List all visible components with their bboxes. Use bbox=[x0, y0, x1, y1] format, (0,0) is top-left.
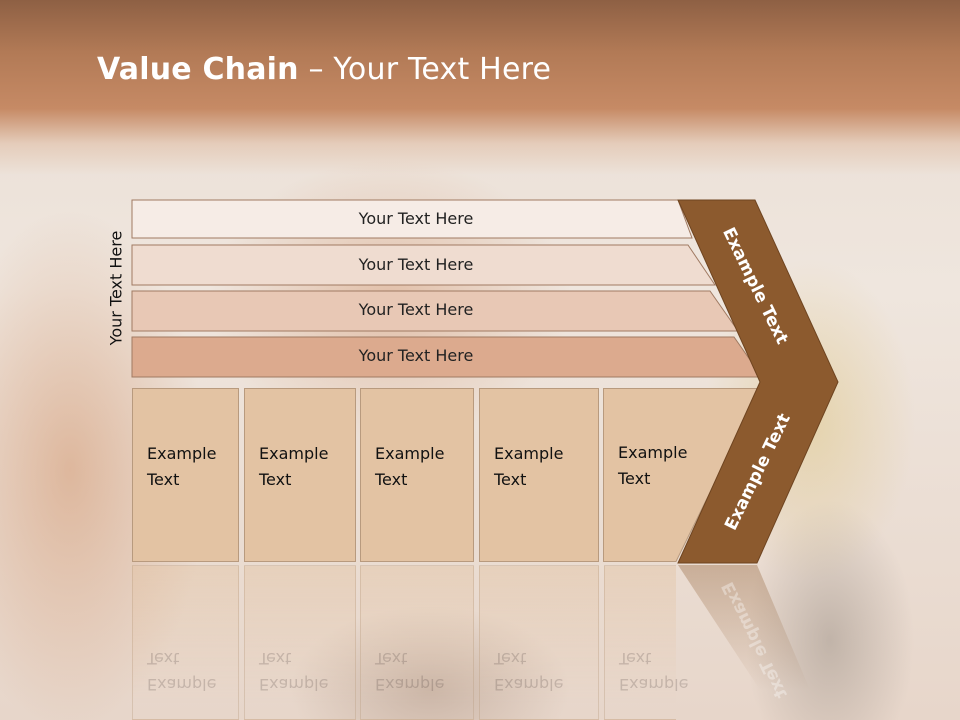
activity-box-5: Example Text bbox=[604, 388, 687, 562]
box-label: Example Text bbox=[375, 444, 445, 489]
row-label: Your Text Here bbox=[358, 209, 474, 228]
box-reflection: Example Text bbox=[479, 565, 599, 720]
box-label: Example Text bbox=[147, 444, 217, 489]
box-reflection: Example Text bbox=[360, 565, 474, 720]
title-bold: Value Chain bbox=[97, 52, 299, 87]
chevron-reflection bbox=[678, 565, 810, 690]
box-reflection: Example Text bbox=[604, 565, 688, 720]
row-label: Your Text Here bbox=[358, 255, 474, 274]
row-band-shape bbox=[131, 199, 693, 239]
activity-box-1: Example Text bbox=[132, 388, 239, 562]
activity-box-4: Example Text bbox=[479, 388, 599, 562]
title-rest: – Your Text Here bbox=[298, 52, 552, 87]
box-label: Example Text bbox=[259, 444, 329, 489]
box-label: Example Text bbox=[618, 443, 688, 488]
slide-title: Value Chain – Your Text Here bbox=[97, 52, 551, 87]
row-label: Your Text Here bbox=[358, 300, 474, 319]
activity-box-2: Example Text bbox=[244, 388, 356, 562]
row-label: Your Text Here bbox=[358, 346, 474, 365]
box-reflection: Example Text bbox=[244, 565, 356, 720]
header-band bbox=[0, 0, 960, 175]
box-label: Example Text bbox=[494, 444, 564, 489]
chevron-shape bbox=[677, 199, 839, 564]
box-reflection: Example Text bbox=[132, 565, 239, 720]
row-band-shape bbox=[131, 244, 716, 286]
activity-box-3: Example Text bbox=[360, 388, 474, 562]
activity-box-5-shape bbox=[603, 388, 762, 562]
